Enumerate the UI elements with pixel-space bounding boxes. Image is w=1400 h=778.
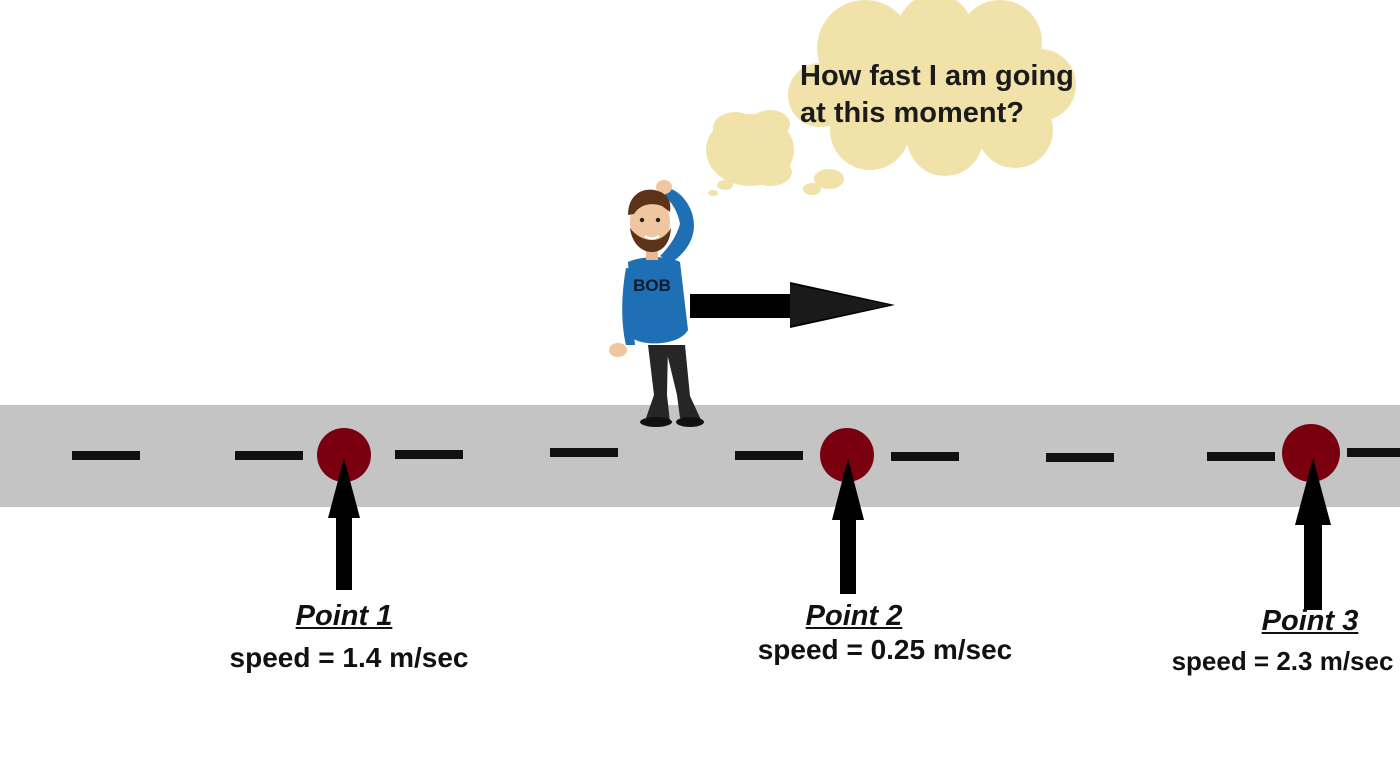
up-arrow-icon: [832, 458, 864, 594]
point-1-title: Point 1: [295, 600, 393, 632]
lane-dash: [891, 452, 959, 461]
point-1-marker: [317, 428, 371, 482]
lane-dash: [235, 451, 303, 460]
point-1-speed: speed = 1.4 m/sec: [229, 642, 469, 673]
lane-dash: [72, 451, 140, 460]
point-3-title: Point 3: [1261, 605, 1359, 637]
lane-dashes: [72, 448, 1400, 462]
point-2-speed: speed = 0.25 m/sec: [757, 634, 1013, 665]
point-2-marker: [820, 428, 874, 482]
lane-dash: [395, 450, 463, 459]
thought-line-2: at this moment?: [800, 97, 1024, 129]
lane-dash: [1046, 453, 1114, 462]
point-3-speed: speed = 2.3 m/sec: [1171, 646, 1394, 676]
thought-text: How fast I am going at this moment?: [800, 58, 1090, 132]
point-2-title: Point 2: [805, 600, 903, 632]
lane-dash: [1207, 452, 1275, 461]
up-arrow-icon: [1295, 458, 1331, 610]
bob-character: [609, 180, 704, 427]
lane-dash: [1347, 448, 1400, 457]
bob-shirt-label: BOB: [633, 276, 671, 295]
thought-bubble: [788, 0, 1076, 176]
point-3-marker: [1282, 424, 1340, 482]
lane-dash: [550, 448, 618, 457]
up-arrow-icon: [328, 458, 360, 590]
right-arrow-icon: [690, 282, 895, 328]
thought-trail: [706, 110, 844, 196]
thought-line-1: How fast I am going: [800, 60, 1074, 92]
lane-dash: [735, 451, 803, 460]
